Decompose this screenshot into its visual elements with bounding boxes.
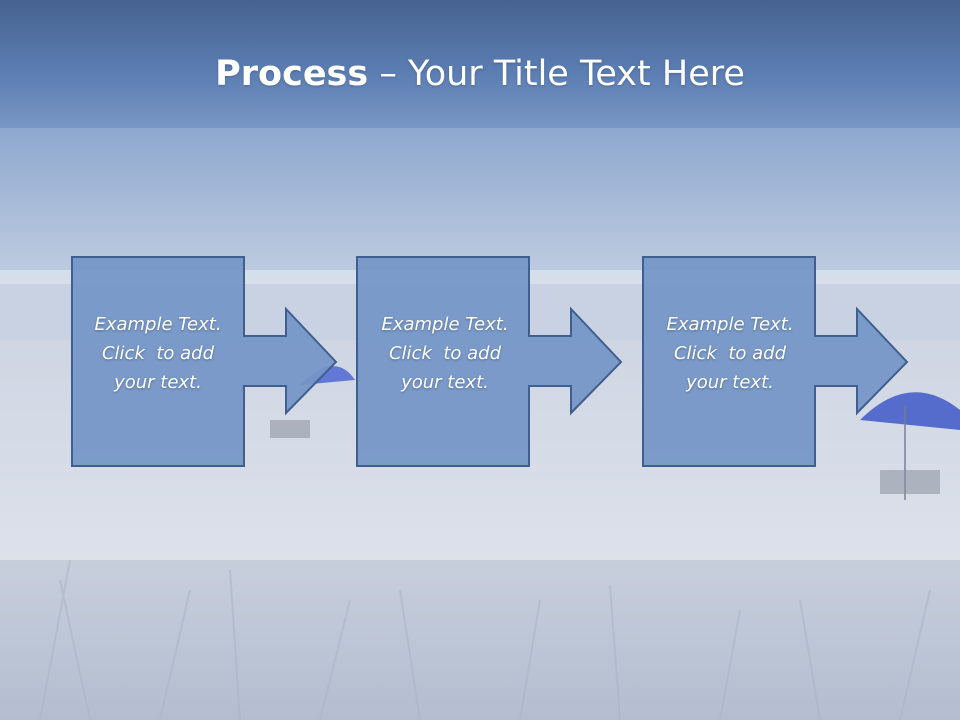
title-rest-text: Your Title Text Here [407, 54, 745, 94]
step-1-line-1: Example Text. [94, 314, 222, 335]
process-step-3-text[interactable]: Example Text. Click to add your text. [640, 310, 820, 397]
slide-title[interactable]: Process – Your Title Text Here [0, 52, 960, 96]
process-step-2-text[interactable]: Example Text. Click to add your text. [355, 310, 535, 397]
title-bold-text: Process [215, 54, 369, 94]
process-step-1-text[interactable]: Example Text. Click to add your text. [68, 310, 248, 397]
step-2-line-3: your text. [401, 372, 489, 393]
process-step-1[interactable] [71, 256, 338, 467]
step-3-line-2: Click to add [673, 343, 786, 364]
process-step-3[interactable] [642, 256, 909, 467]
step-2-line-1: Example Text. [381, 314, 509, 335]
title-separator: – [368, 54, 408, 94]
step-1-line-3: your text. [114, 372, 202, 393]
step-3-line-1: Example Text. [666, 314, 794, 335]
process-step-2[interactable] [356, 256, 623, 467]
step-2-line-2: Click to add [388, 343, 501, 364]
step-1-line-2: Click to add [101, 343, 214, 364]
step-3-line-3: your text. [686, 372, 774, 393]
